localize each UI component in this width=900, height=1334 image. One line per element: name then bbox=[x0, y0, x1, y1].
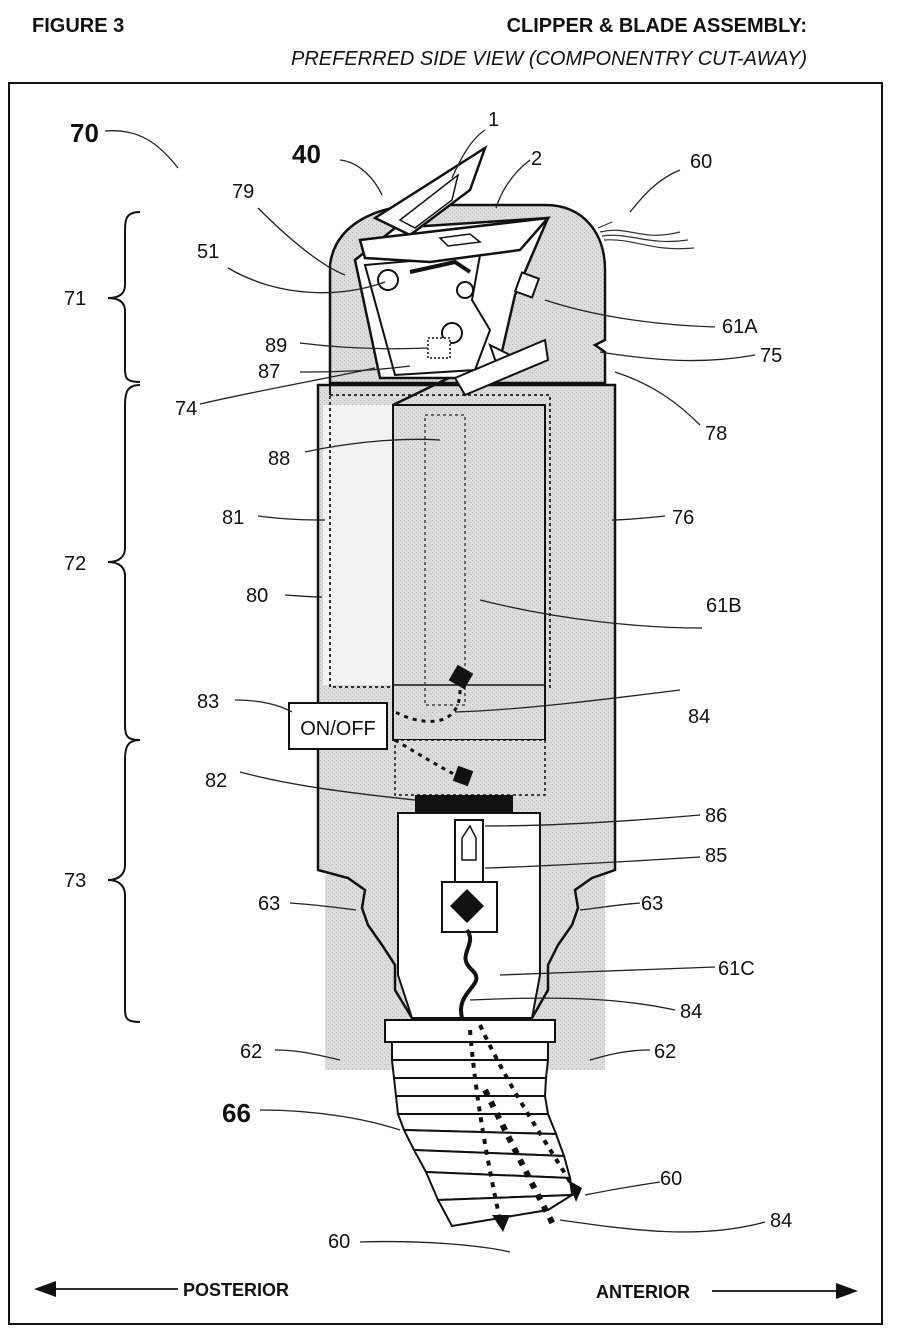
label-88: 88 bbox=[268, 448, 290, 470]
figure-label: FIGURE 3 bbox=[32, 15, 124, 37]
label-71: 71 bbox=[64, 288, 86, 310]
label-60-top: 60 bbox=[690, 151, 712, 173]
label-66: 66 bbox=[222, 1098, 251, 1128]
label-81: 81 bbox=[222, 507, 244, 529]
on-off-switch bbox=[288, 702, 388, 750]
label-85: 85 bbox=[705, 845, 727, 867]
label-84-a: 84 bbox=[688, 706, 710, 728]
battery-outline-dotted bbox=[329, 394, 551, 688]
figure-frame bbox=[8, 82, 883, 1325]
label-73: 73 bbox=[64, 870, 86, 892]
label-89: 89 bbox=[265, 335, 287, 357]
blade-1 bbox=[372, 144, 488, 237]
label-84-b: 84 bbox=[680, 1001, 702, 1023]
label-79: 79 bbox=[232, 181, 254, 203]
central-column bbox=[392, 404, 546, 741]
label-87: 87 bbox=[258, 361, 280, 383]
label-70: 70 bbox=[70, 118, 99, 148]
hair-strands-top bbox=[597, 221, 695, 250]
brace-72 bbox=[107, 384, 141, 741]
label-61B: 61B bbox=[706, 595, 742, 617]
label-60-right: 60 bbox=[660, 1168, 682, 1190]
motor-plate bbox=[415, 795, 513, 813]
label-72: 72 bbox=[64, 553, 86, 575]
wire-84 bbox=[459, 928, 479, 1019]
posterior-label: POSTERIOR bbox=[183, 1280, 289, 1300]
label-60-bottom: 60 bbox=[328, 1231, 350, 1253]
label-63-right: 63 bbox=[641, 893, 663, 915]
diamond-lower bbox=[450, 889, 484, 923]
label-76: 76 bbox=[672, 507, 694, 529]
diamond-middle bbox=[452, 765, 474, 787]
label-40: 40 bbox=[292, 139, 321, 169]
label-80: 80 bbox=[246, 585, 268, 607]
thread-rings bbox=[390, 1041, 576, 1228]
label-62-right: 62 bbox=[654, 1041, 676, 1063]
label-2: 2 bbox=[531, 148, 542, 170]
figure-title: CLIPPER & BLADE ASSEMBLY: bbox=[507, 15, 807, 37]
label-61A: 61A bbox=[722, 316, 758, 338]
brace-73 bbox=[107, 739, 141, 1023]
label-83: 83 bbox=[197, 691, 219, 713]
label-84-c: 84 bbox=[770, 1210, 792, 1232]
label-82: 82 bbox=[205, 770, 227, 792]
anterior-label: ANTERIOR bbox=[596, 1282, 690, 1302]
label-61C: 61C bbox=[718, 958, 755, 980]
diamond-upper bbox=[448, 664, 474, 690]
label-78: 78 bbox=[705, 423, 727, 445]
leader-lines bbox=[104, 129, 766, 1253]
label-62-left: 62 bbox=[240, 1041, 262, 1063]
label-86: 86 bbox=[705, 805, 727, 827]
battery-compartment bbox=[323, 405, 393, 685]
label-1: 1 bbox=[488, 109, 499, 131]
figure-subtitle: PREFERRED SIDE VIEW (COMPONENTRY CUT-AWA… bbox=[291, 48, 807, 70]
brace-71 bbox=[107, 211, 141, 383]
posterior-arrow bbox=[34, 1281, 178, 1297]
switch-label: ON/OFF bbox=[300, 718, 376, 740]
anterior-arrow bbox=[712, 1283, 858, 1299]
label-63-left: 63 bbox=[258, 893, 280, 915]
label-75: 75 bbox=[760, 345, 782, 367]
label-51: 51 bbox=[197, 241, 219, 263]
label-74: 74 bbox=[175, 398, 197, 420]
